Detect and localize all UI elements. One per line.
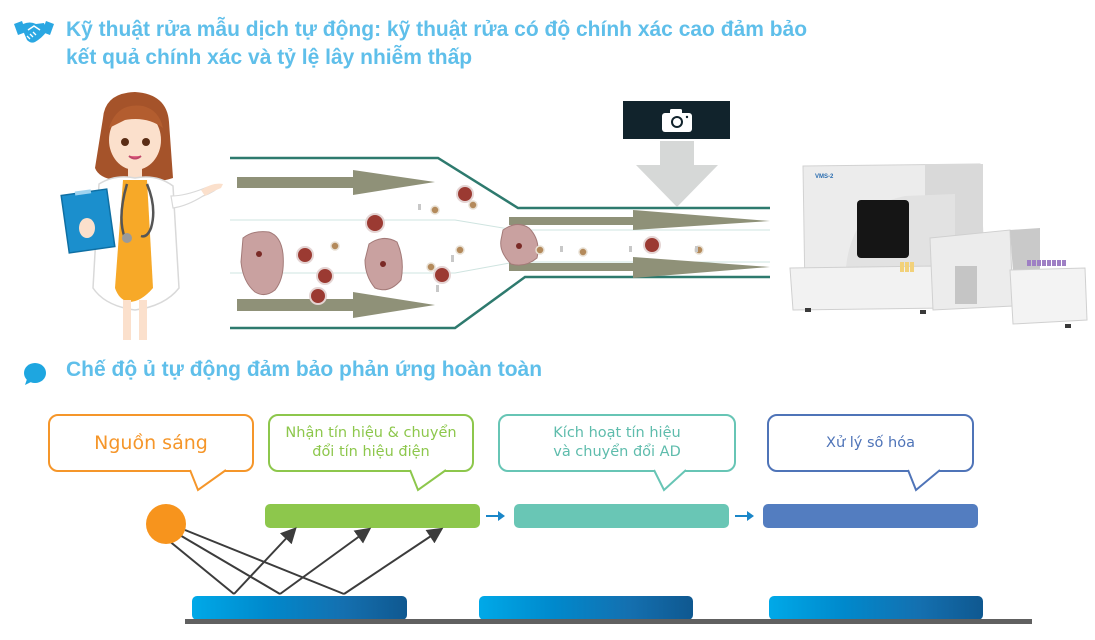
reflected-ray bbox=[279, 527, 372, 595]
sample-plate bbox=[769, 596, 983, 620]
step-label-text: Nhận tín hiệu & chuyển bbox=[285, 425, 457, 441]
step-label-ad-conversion: Kích hoạt tín hiệu và chuyển đổi AD bbox=[498, 414, 736, 472]
arrow-right-icon bbox=[735, 511, 754, 521]
channel-top-border bbox=[230, 156, 770, 210]
step-label-signal-receive: Nhận tín hiệu & chuyển đổi tín hiệu điện bbox=[268, 414, 474, 472]
base-line bbox=[185, 619, 1032, 624]
flow-arrow bbox=[237, 170, 770, 318]
section-title-incubation: Chế độ ủ tự động đảm bảo phản ứng hoàn t… bbox=[66, 358, 543, 381]
signal-receiver-bar bbox=[265, 504, 480, 528]
sample-plate bbox=[479, 596, 693, 620]
section-title-washing: Kỹ thuật rửa mẫu dịch tự động: kỹ thuật … bbox=[66, 16, 946, 72]
step-label-text: và chuyển đổi AD bbox=[553, 444, 681, 460]
arrow-right-icon bbox=[486, 511, 505, 521]
step-label-text: đổi tín hiệu điện bbox=[312, 444, 430, 460]
handshake-icon bbox=[14, 21, 54, 43]
incident-ray bbox=[167, 539, 235, 595]
step-label-digital-processing: Xử lý số hóa bbox=[767, 414, 974, 472]
speech-bubble-icon bbox=[24, 363, 46, 385]
step-label-text: Kích hoạt tín hiệu bbox=[553, 425, 681, 441]
step-label-text: Xử lý số hóa bbox=[826, 435, 915, 451]
light-source-circle bbox=[146, 504, 186, 544]
down-arrow-icon bbox=[636, 141, 718, 207]
step-label-text: Nguồn sáng bbox=[94, 432, 208, 454]
ad-converter-bar bbox=[514, 504, 729, 528]
reflected-ray bbox=[343, 527, 444, 595]
crystal bbox=[418, 204, 698, 292]
sample-plate bbox=[192, 596, 407, 620]
analyzer-label: VMS-2 bbox=[815, 174, 834, 180]
doctor-illustration bbox=[60, 92, 223, 340]
reflected-ray bbox=[233, 527, 297, 595]
camera-box bbox=[623, 101, 730, 139]
digital-processor-bar bbox=[763, 504, 978, 528]
incident-ray bbox=[177, 533, 281, 595]
section-title-line2: kết quả chính xác và tỷ lệ lây nhiễm thấ… bbox=[66, 46, 473, 69]
step-label-light-source: Nguồn sáng bbox=[48, 414, 254, 472]
urine-analyzer-machine: VMS-2 bbox=[789, 163, 1088, 328]
blood-cell bbox=[296, 185, 661, 305]
camera-icon bbox=[662, 109, 692, 132]
sample-wash-flow-channel bbox=[230, 156, 770, 330]
channel-bottom-border bbox=[230, 275, 770, 330]
section-title-line1: Kỹ thuật rửa mẫu dịch tự động: kỹ thuật … bbox=[66, 18, 808, 41]
